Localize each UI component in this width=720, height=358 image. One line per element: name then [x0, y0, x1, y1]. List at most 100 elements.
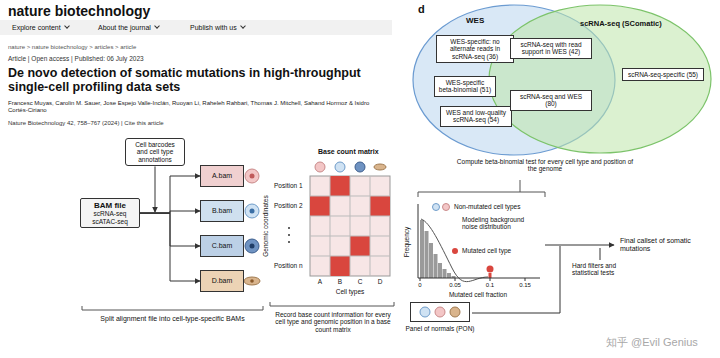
step-caption: Compute beta-binomial test for every cel…	[455, 158, 635, 173]
cell-icon	[335, 162, 345, 172]
author-list: Francesc Muyas, Carolin M. Sauer, Jose E…	[8, 100, 386, 114]
bracket	[82, 306, 263, 310]
cell-nucleus	[250, 174, 255, 179]
axis-title: Mutated cell fraction	[449, 291, 507, 298]
watermark: 知乎 @Evil Genius	[606, 336, 698, 349]
node-text: B.bam	[204, 207, 240, 215]
node-text: scRNA-seq-specific (55)	[626, 71, 700, 78]
cell-icon	[452, 248, 458, 254]
tick-label: 0.15	[519, 282, 531, 289]
bracket	[418, 180, 545, 197]
cell-nucleus	[250, 279, 254, 283]
node-text: scRNA-seq with read support in WES (42)	[514, 41, 588, 56]
category-box: WES and low-quality scRNA-seq (54)	[440, 106, 512, 127]
matrix-cell	[350, 236, 370, 256]
row-label: Position 2	[274, 202, 303, 209]
matrix-cell	[310, 196, 330, 216]
axis-title: Genomic coordinates	[262, 195, 269, 256]
step-caption: Record base count information for every …	[270, 311, 396, 333]
histogram-bar	[425, 231, 429, 278]
tick-label: 0.05	[449, 282, 461, 289]
nav-item: About the journal	[98, 24, 159, 32]
node-text: BAM file	[84, 201, 136, 210]
nav-item: Explore content	[12, 24, 69, 32]
cell-icon	[420, 307, 430, 317]
annotation-box: Cell barcodes and cell type annotations	[125, 138, 185, 166]
pon-box: Panel of normals (PON)	[410, 302, 470, 322]
breadcrumb: nature > nature biotechnology > articles…	[8, 44, 136, 51]
cell-icon	[245, 204, 259, 218]
histogram-axis	[418, 204, 540, 278]
category-box: scRNA-seq and WES (80)	[510, 90, 592, 111]
panel-letter: d	[418, 3, 425, 16]
histogram-bar	[443, 269, 447, 278]
axis-tick	[420, 278, 525, 281]
mutated-dot	[487, 266, 494, 273]
bam-box: B.bam	[200, 200, 244, 222]
bam-box: D.bam	[200, 270, 244, 292]
bam-box: C.bam	[200, 235, 244, 257]
node-text: WES-specific beta-binomial (51)	[438, 79, 492, 94]
nav-bar	[0, 20, 392, 35]
citation: Nature Biotechnology 42, 758–767 (2024) …	[8, 120, 164, 127]
node-text: WES	[466, 16, 484, 25]
ellipsis-dot	[288, 227, 290, 229]
row-label: Position n	[274, 262, 303, 269]
split-arrow	[140, 213, 200, 281]
file-box: BAM filescRNA-seq scATAC-seq	[80, 198, 140, 228]
histogram-bar	[429, 243, 433, 278]
plot-note: Non-mutated cell types	[454, 203, 520, 210]
node-text: D.bam	[204, 277, 240, 285]
matrix-cell	[330, 176, 350, 196]
histogram-bar	[420, 220, 424, 278]
axis-title: Cell types	[336, 288, 365, 295]
column-label: A	[318, 278, 322, 285]
cell-icon	[374, 164, 386, 170]
column-label: D	[378, 278, 383, 285]
cell-nucleus	[250, 209, 255, 214]
cell-icon	[443, 204, 450, 211]
column-label: B	[338, 278, 342, 285]
ellipsis-dot	[288, 234, 290, 236]
column-label: C	[358, 278, 363, 285]
mutated-bar	[489, 273, 492, 278]
axis-title: Frequency	[403, 227, 410, 258]
tick-label: 0.1	[486, 282, 494, 289]
annotation-arrow	[155, 166, 156, 212]
node-text: scRNA-seq (SComatic)	[580, 20, 662, 29]
matrix-cell	[370, 196, 390, 216]
cell-icon	[433, 204, 440, 211]
category-box: scRNA-seq with read support in WES (42)	[510, 38, 592, 59]
split-arrow	[140, 176, 200, 213]
node-text: scRNA-seq scATAC-seq	[84, 210, 136, 225]
tick-label: 0	[418, 282, 421, 289]
matrix-title: Base count matrix	[318, 148, 379, 156]
node-text: WES-specific: no alternate reads in scRN…	[440, 38, 510, 60]
step-caption: Split alignment file into cell-type-spec…	[80, 315, 265, 323]
cell-icon	[245, 169, 259, 183]
cell-icon	[355, 162, 365, 172]
cell-icon	[435, 307, 445, 317]
nav-item: Publish with us	[190, 24, 245, 32]
plot-note: Modeling background noise distribution	[462, 216, 537, 231]
cell-icon	[315, 162, 325, 172]
matrix-lines	[310, 176, 390, 276]
category-box: scRNA-seq-specific (55)	[622, 68, 704, 81]
article-meta: Article | Open access | Published: 06 Ju…	[8, 55, 144, 62]
node-text: A.bam	[204, 172, 240, 180]
bam-box: A.bam	[200, 165, 244, 187]
flow-arrow	[545, 245, 614, 246]
node-text: C.bam	[204, 242, 240, 250]
cell-icon	[245, 239, 259, 253]
category-box: WES-specific beta-binomial (51)	[434, 76, 496, 97]
histogram-bar	[438, 263, 442, 278]
node-text: Panel of normals (PON)	[406, 325, 475, 332]
category-box: WES-specific: no alternate reads in scRN…	[436, 35, 514, 63]
journal-logo: nature biotechnology	[8, 3, 150, 19]
ellipsis-dot	[288, 241, 290, 243]
node-text: Cell barcodes and cell type annotations	[129, 141, 181, 163]
node-text: scRNA-seq and WES (80)	[514, 93, 588, 108]
flow-line	[472, 246, 560, 313]
output-label: Final callset of somatic mutations	[620, 237, 708, 253]
plot-note: Mutated cell type	[462, 247, 511, 254]
